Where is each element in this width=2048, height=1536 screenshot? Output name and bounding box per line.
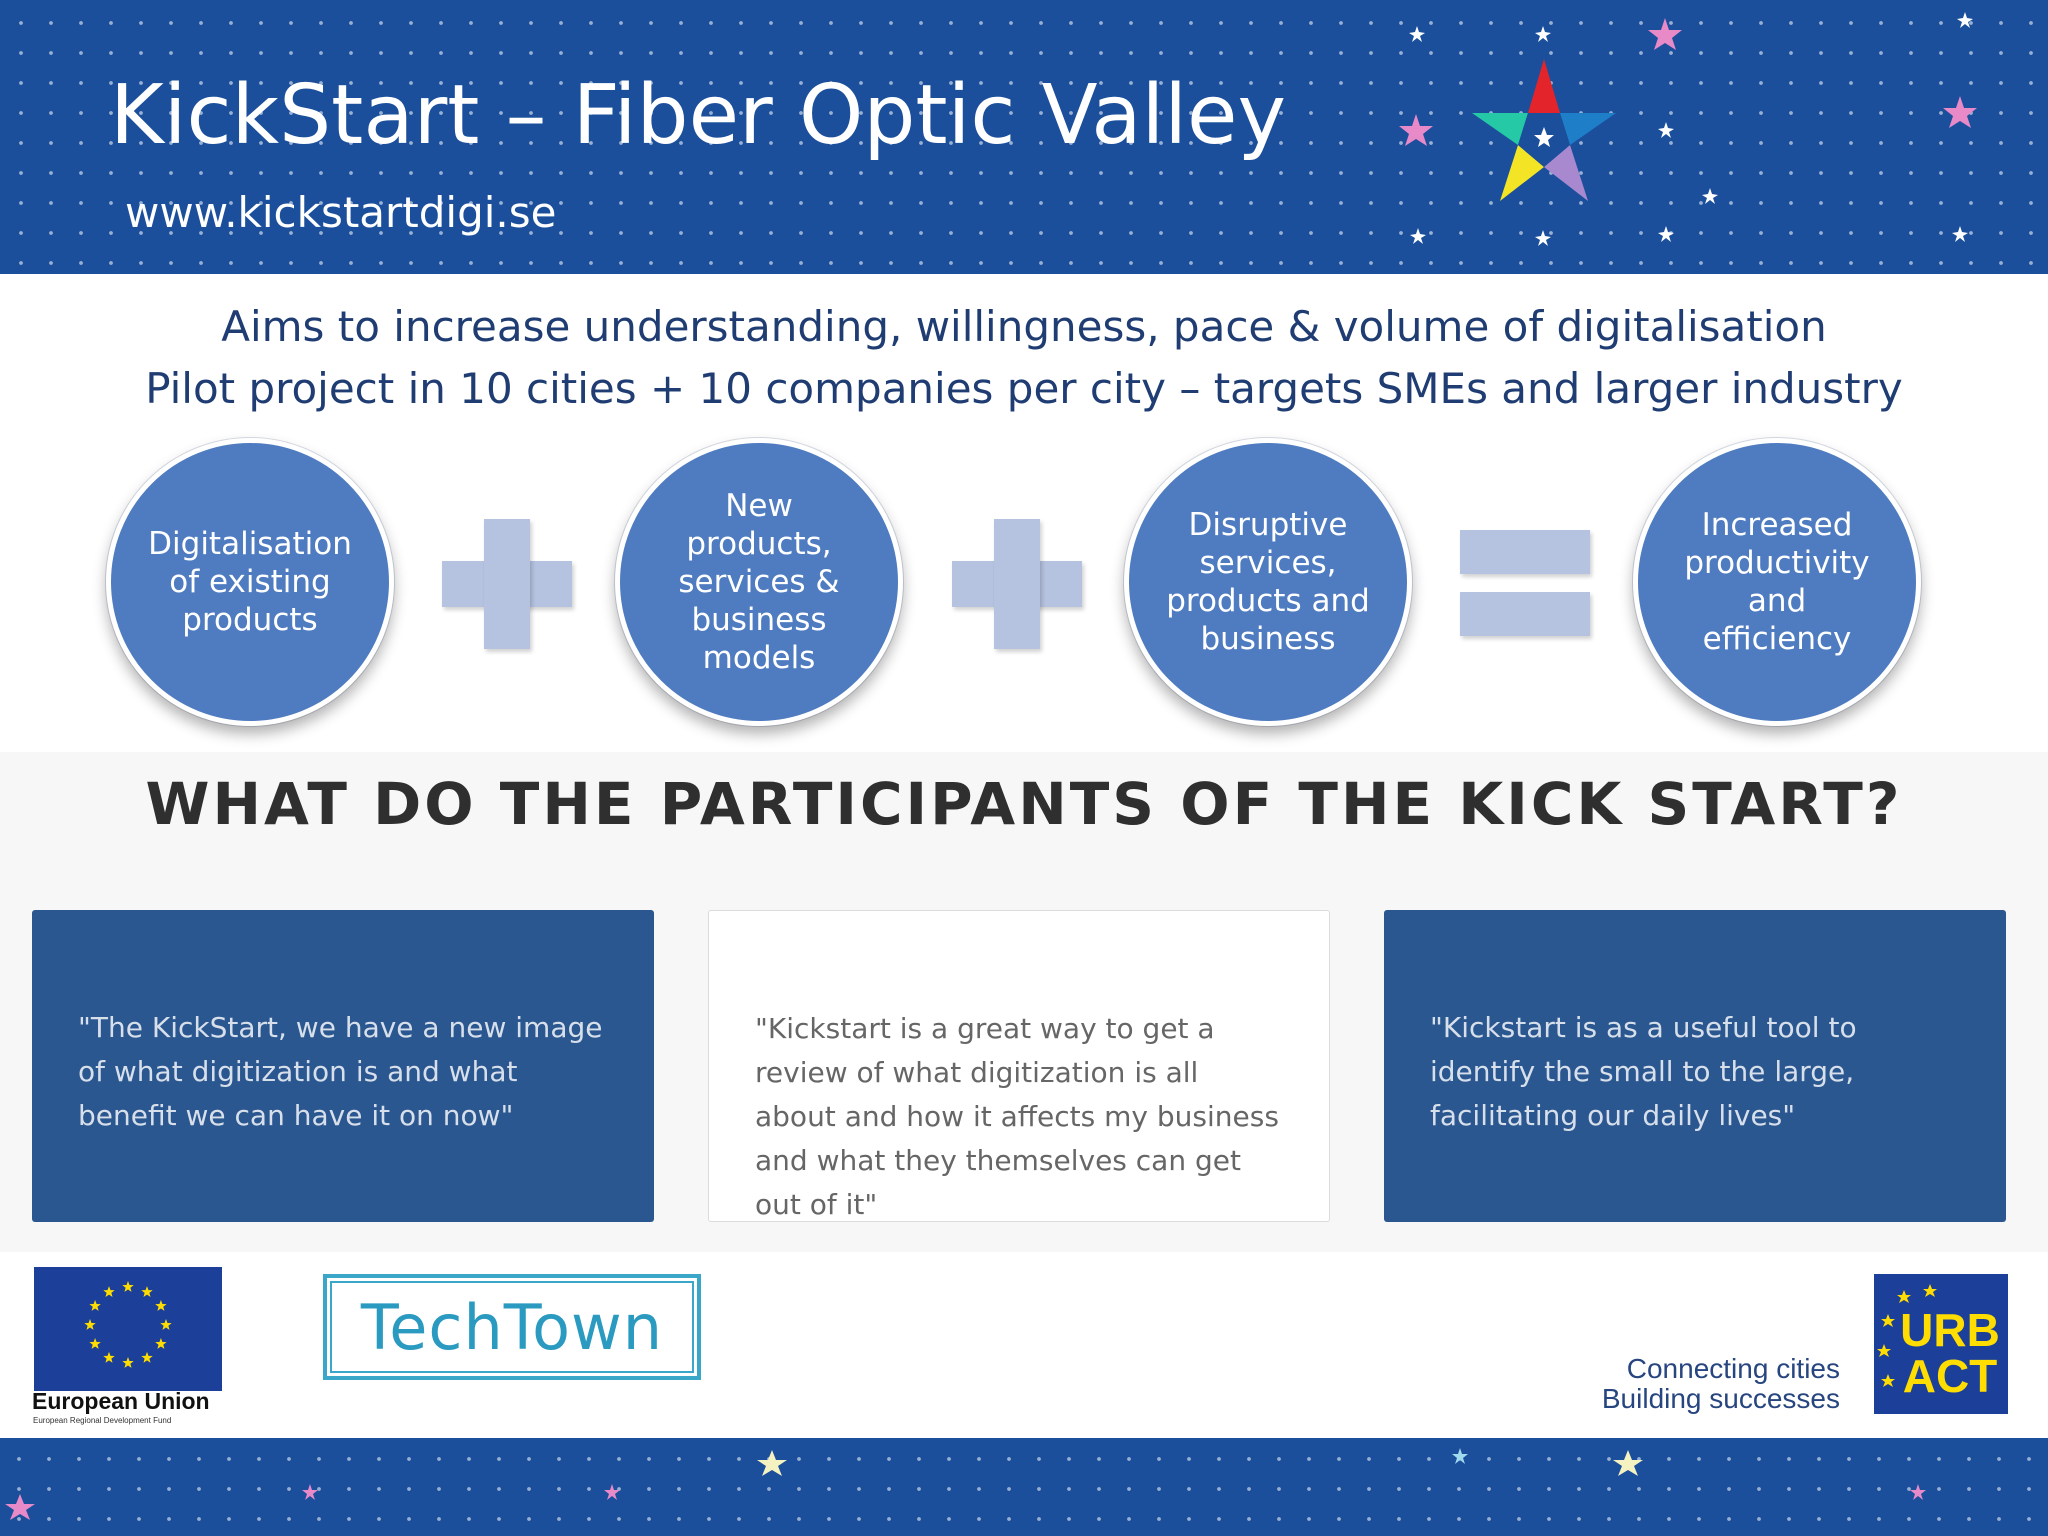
eu-star-icon bbox=[89, 1338, 101, 1349]
eu-star-icon bbox=[155, 1300, 167, 1311]
testimonial-quote: "Kickstart is as a useful tool to identi… bbox=[1430, 1011, 1857, 1132]
eu-star-icon bbox=[122, 1281, 134, 1292]
eu-flag-icon bbox=[34, 1267, 222, 1391]
small-star-icon bbox=[1702, 188, 1718, 204]
circle-disruptive-services: Disruptive services, products and busine… bbox=[1124, 438, 1412, 726]
urbact-tagline-1: Connecting cities bbox=[1626, 1353, 1840, 1384]
circle-new-products: New products, services & business models bbox=[615, 438, 903, 726]
equals-icon bbox=[1460, 530, 1590, 640]
testimonial-card-1: "The KickStart, we have a new image of w… bbox=[32, 910, 654, 1222]
page-title: KickStart – Fiber Optic Valley bbox=[110, 68, 1287, 163]
small-star-icon bbox=[1535, 230, 1551, 246]
small-star-icon bbox=[1410, 228, 1426, 244]
techtown-logo: TechTown bbox=[323, 1274, 701, 1380]
eu-label: European Union bbox=[32, 1388, 210, 1414]
eu-star-icon bbox=[141, 1351, 153, 1363]
testimonial-card-2: "Kickstart is a great way to get a revie… bbox=[708, 910, 1330, 1222]
urbact-tagline: Connecting cities Building successes bbox=[1560, 1354, 1840, 1414]
small-star-icon bbox=[1957, 12, 1973, 28]
small-star-icon bbox=[1658, 122, 1674, 138]
small-star-icon bbox=[1952, 226, 1968, 242]
eu-star-icon bbox=[103, 1286, 115, 1297]
header-banner: KickStart – Fiber Optic Valley www.kicks… bbox=[0, 0, 2048, 274]
pink-star-icon bbox=[1648, 18, 1682, 50]
urbact-word-1: URB bbox=[1900, 1304, 2000, 1356]
circle-result: Increased productivity and efficiency bbox=[1633, 438, 1921, 726]
urbact-tagline-2: Building successes bbox=[1601, 1383, 1840, 1414]
aims-line-1: Aims to increase understanding, willingn… bbox=[221, 302, 1827, 351]
eu-fund-label: European Regional Development Fund bbox=[33, 1416, 172, 1425]
eu-star-icon bbox=[89, 1300, 101, 1311]
website-link[interactable]: www.kickstartdigi.se bbox=[125, 188, 557, 237]
eu-star-icon bbox=[155, 1338, 167, 1349]
aims-statement: Aims to increase understanding, willingn… bbox=[0, 296, 2048, 420]
eu-star-icon bbox=[84, 1319, 96, 1330]
techtown-wordmark: TechTown bbox=[330, 1281, 694, 1373]
pink-star-icon bbox=[1943, 96, 1977, 128]
aims-line-2: Pilot project in 10 cities + 10 companie… bbox=[145, 364, 1903, 413]
kickstart-colored-star bbox=[1472, 59, 1616, 201]
small-star-icon bbox=[1409, 26, 1425, 42]
plus-icon bbox=[442, 519, 572, 649]
eu-star-icon bbox=[122, 1357, 134, 1368]
circle-digitalisation: Digitalisation of existing products bbox=[106, 438, 394, 726]
testimonial-quote: "The KickStart, we have a new image of w… bbox=[78, 1011, 603, 1132]
kickstart-star-logo bbox=[1399, 12, 1977, 246]
testimonial-card-3: "Kickstart is as a useful tool to identi… bbox=[1384, 910, 2006, 1222]
footer-banner bbox=[0, 1438, 2048, 1536]
urbact-logo: URB ACT bbox=[1874, 1274, 2008, 1414]
small-star-icon bbox=[1535, 26, 1551, 42]
footer-stars bbox=[5, 1448, 1926, 1520]
eu-star-icon bbox=[103, 1351, 115, 1363]
small-star-icon bbox=[1658, 226, 1674, 242]
section-heading: WHAT DO THE PARTICIPANTS OF THE KICK STA… bbox=[145, 770, 1903, 838]
pink-star-icon bbox=[1399, 114, 1433, 146]
testimonial-quote: "Kickstart is a great way to get a revie… bbox=[755, 1012, 1279, 1221]
eu-star-icon bbox=[160, 1319, 172, 1330]
urbact-word-2: ACT bbox=[1903, 1350, 1998, 1402]
eu-star-icon bbox=[141, 1286, 153, 1297]
logo-strip bbox=[0, 1252, 2048, 1438]
plus-icon bbox=[952, 519, 1082, 649]
